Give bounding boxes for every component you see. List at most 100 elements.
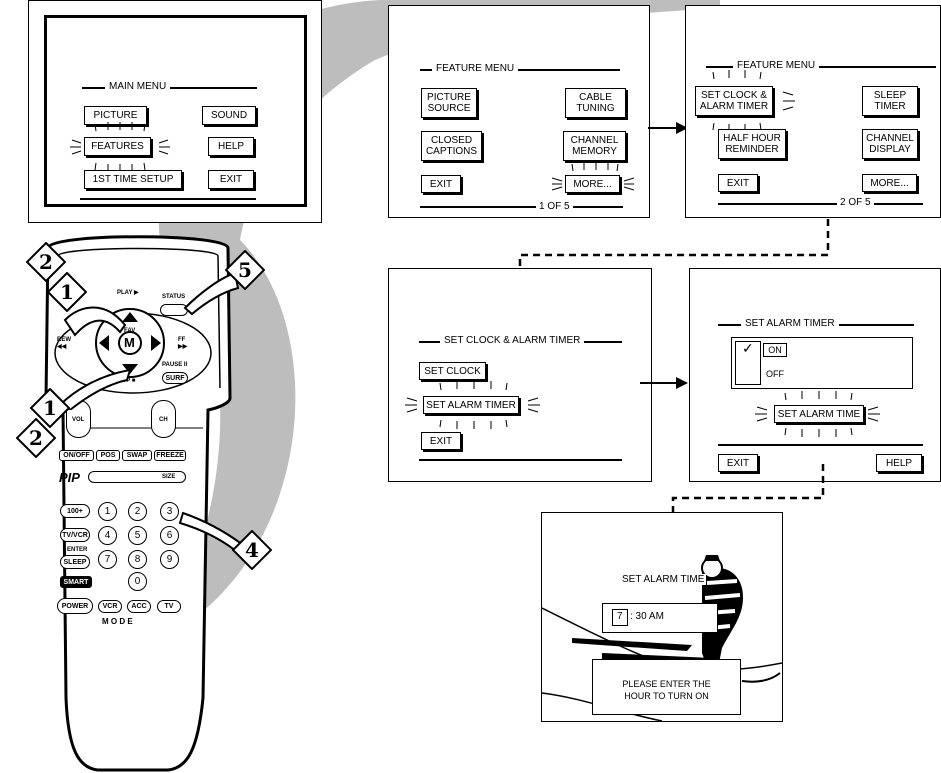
digit-2-button[interactable]: 2 <box>128 502 147 521</box>
page-indicator: 1 OF 5 <box>536 201 573 212</box>
message-text: PLEASE ENTER THE HOUR TO TURN ON <box>622 679 711 701</box>
ch-label: CH <box>159 417 168 423</box>
sleep-timer-button[interactable]: SLEEP TIMER <box>862 86 918 116</box>
exit-button[interactable]: EXIT <box>208 170 254 189</box>
more-button[interactable]: MORE... <box>565 175 620 193</box>
divider <box>706 66 936 68</box>
highlight-rays <box>712 70 795 132</box>
digit-6-button[interactable]: 6 <box>160 526 179 545</box>
surf-button[interactable]: SURF <box>162 372 188 384</box>
highlight-rays <box>755 391 880 437</box>
divider <box>420 206 623 208</box>
picture-source-button[interactable]: PICTURE SOURCE <box>421 88 477 118</box>
set-clock-button[interactable]: SET CLOCK <box>419 362 486 380</box>
channel-memory-button[interactable]: CHANNEL MEMORY <box>563 131 626 161</box>
digit-5-button[interactable]: 5 <box>128 526 147 545</box>
arrow-icon <box>648 122 688 134</box>
skier-illustration <box>542 555 782 721</box>
tv-vcr-button[interactable]: TV/VCR <box>60 528 90 542</box>
exit-button[interactable]: EXIT <box>718 454 758 472</box>
help-button[interactable]: HELP <box>876 454 922 472</box>
highlight-rays <box>552 162 634 191</box>
half-hour-reminder-button[interactable]: HALF HOUR REMINDER <box>718 129 786 159</box>
more-button[interactable]: MORE... <box>862 174 917 192</box>
hand-pointer-icon <box>58 368 132 410</box>
time-rest: : 30 AM <box>630 611 664 622</box>
pause-label: PAUSE II <box>162 362 188 368</box>
play-label: PLAY ▶ <box>117 290 139 296</box>
channel-display-button[interactable]: CHANNEL DISPLAY <box>862 129 918 159</box>
set-alarm-timer-button[interactable]: SET ALARM TIMER <box>423 396 519 414</box>
pip-pos-button[interactable]: POS <box>96 450 120 461</box>
alarm-time-title: SET ALARM TIME <box>620 574 707 585</box>
digit-7-button[interactable]: 7 <box>98 550 117 569</box>
power-button[interactable]: POWER <box>57 598 93 614</box>
fav-label: FAV <box>124 328 136 334</box>
first-time-setup-button[interactable]: 1ST TIME SETUP <box>84 170 182 189</box>
step-1-badge: 1 <box>30 388 70 428</box>
exit-button[interactable]: EXIT <box>421 432 461 450</box>
digit-1-button[interactable]: 1 <box>98 502 117 521</box>
features-button[interactable]: FEATURES <box>84 137 151 156</box>
exit-button[interactable]: EXIT <box>718 174 758 192</box>
alarm-menu-title: SET ALARM TIMER <box>741 318 839 329</box>
step-2-badge: 2 <box>26 242 66 282</box>
step-4-badge: 4 <box>232 530 272 570</box>
divider <box>718 444 923 446</box>
tv-mode-button[interactable]: TV <box>157 600 181 613</box>
divider <box>80 198 256 200</box>
sleep-button[interactable]: SLEEP <box>60 555 90 569</box>
vol-label: VOL <box>72 417 85 423</box>
pip-slider[interactable] <box>88 471 186 483</box>
exit-button[interactable]: EXIT <box>421 175 461 193</box>
step-2-badge: 2 <box>16 418 56 458</box>
cable-tuning-button[interactable]: CABLE TUNING <box>565 88 626 118</box>
digit-9-button[interactable]: 9 <box>160 550 179 569</box>
highlight-rays <box>70 122 170 172</box>
digit-0-button[interactable]: 0 <box>128 572 147 591</box>
off-option[interactable]: OFF <box>766 369 784 379</box>
smart-button[interactable]: SMART <box>60 576 92 588</box>
channel-rocker[interactable] <box>151 400 176 438</box>
pip-swap-button[interactable]: SWAP <box>122 450 152 461</box>
digit-8-button[interactable]: 8 <box>128 550 147 569</box>
step-1-badge: 1 <box>47 272 87 312</box>
hand-pointer-icon <box>183 271 240 316</box>
clock-menu-title: SET CLOCK & ALARM TIMER <box>440 335 585 346</box>
divider <box>419 459 622 461</box>
on-off-box <box>731 337 913 389</box>
on-option[interactable]: ON <box>763 343 787 357</box>
page-indicator: 2 OF 5 <box>837 197 874 208</box>
divider <box>420 69 620 71</box>
step-5-badge: 5 <box>225 250 265 290</box>
divider <box>718 203 923 205</box>
set-clock-alarm-button[interactable]: SET CLOCK & ALARM TIMER <box>695 86 773 116</box>
digit-3-button[interactable]: 3 <box>160 502 179 521</box>
picture-button[interactable]: PICTURE <box>84 106 147 125</box>
hundred-plus-button[interactable]: 100+ <box>60 504 90 518</box>
help-button[interactable]: HELP <box>208 137 254 156</box>
feature-menu-title: FEATURE MENU <box>733 60 820 71</box>
hour-value: 7 <box>617 611 623 622</box>
feature-menu-title: FEATURE MENU <box>432 63 519 74</box>
highlight-rays <box>405 381 540 429</box>
mode-label: M O D E <box>102 617 133 626</box>
selection-bar <box>735 341 761 385</box>
ff-label: FF ▶▶ <box>178 337 188 350</box>
size-label: SIZE <box>162 474 176 480</box>
hour-field[interactable] <box>612 609 628 626</box>
enter-label: ENTER <box>67 547 88 553</box>
menu-m-label[interactable]: M <box>124 335 135 350</box>
closed-captions-button[interactable]: CLOSED CAPTIONS <box>421 131 482 161</box>
arrow-icon <box>640 377 688 389</box>
sound-button[interactable]: SOUND <box>202 106 256 125</box>
digit-4-button[interactable]: 4 <box>98 526 117 545</box>
acc-mode-button[interactable]: ACC <box>127 600 151 613</box>
set-alarm-time-button[interactable]: SET ALARM TIME <box>774 405 864 423</box>
vcr-mode-button[interactable]: VCR <box>98 600 122 613</box>
pip-freeze-button[interactable]: FREEZE <box>154 450 186 461</box>
check-icon: ✓ <box>742 340 754 356</box>
pip-label: PIP <box>59 470 80 485</box>
pip-on-off-button[interactable]: ON/OFF <box>59 450 94 461</box>
